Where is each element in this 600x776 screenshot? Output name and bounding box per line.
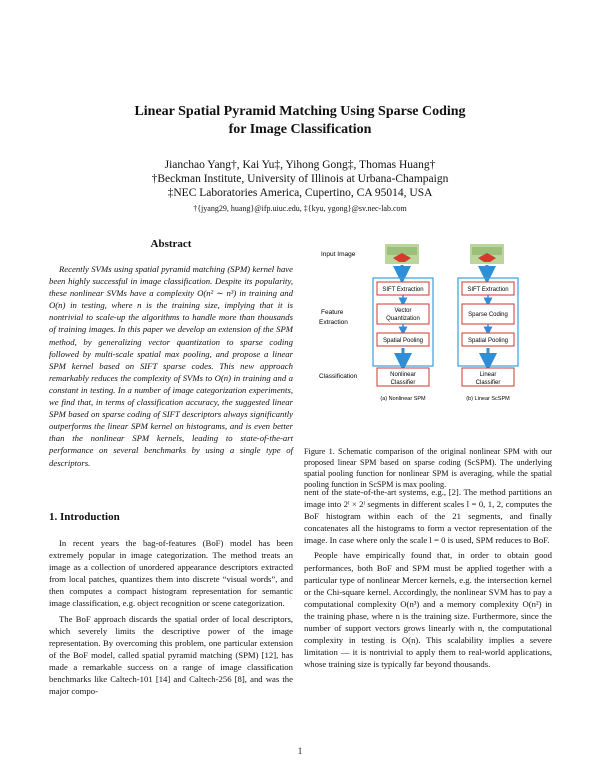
affiliation-2: ‡NEC Laboratories America, Cupertino, CA… [167, 187, 433, 199]
input-image-left [385, 244, 419, 264]
fig-label-feature-1: Feature [321, 309, 344, 316]
affiliation-1: †Beckman Institute, University of Illino… [151, 173, 449, 185]
left-classifier-box [376, 367, 430, 387]
fig-label-feature-2: Extraction [319, 319, 348, 326]
intro-paragraph-2: The BoF approach discards the spatial or… [49, 613, 293, 697]
right-paragraph-1: nent of the state-of-the-art systems, e.… [304, 487, 552, 546]
left-subcaption: (a) Nonlinear SPM [380, 396, 426, 402]
right-paragraph-2: People have empirically found that, in o… [304, 550, 552, 670]
author-emails: †{jyang29, huang}@ifp.uiuc.edu, ‡{kyu, y… [193, 204, 407, 213]
left-vq-label-1: Vector [394, 308, 411, 314]
right-sparse-coding-label: Sparse Coding [468, 312, 508, 318]
abstract-text: Recently SVMs using spatial pyramid matc… [49, 264, 293, 468]
right-classifier-box [461, 367, 515, 387]
right-classifier-label-2: Classifier [476, 380, 501, 386]
abstract-heading: Abstract [150, 238, 192, 250]
figure-1-diagram: Input Image Feature Extraction Classific… [315, 244, 547, 410]
right-pooling-label: Spatial Pooling [468, 338, 508, 344]
figure-1-caption: Figure 1. Schematic comparison of the or… [304, 447, 552, 489]
author-block: Jianchao Yang†, Kai Yu‡, Yihong Gong‡, T… [60, 158, 540, 215]
left-sift-label: SIFT Extraction [382, 287, 423, 293]
introduction-body: In recent years the bag-of-features (BoF… [49, 537, 293, 700]
title-line-1: Linear Spatial Pyramid Matching Using Sp… [134, 104, 466, 119]
left-pooling-label: Spatial Pooling [383, 338, 423, 344]
right-sift-label: SIFT Extraction [467, 287, 508, 293]
right-subcaption: (b) Linear ScSPM [466, 396, 510, 402]
introduction-heading: 1. Introduction [49, 511, 120, 523]
right-column-body: nent of the state-of-the-art systems, e.… [304, 486, 552, 673]
right-pooling-box [461, 332, 515, 347]
paper-title: Linear Spatial Pyramid Matching Using Sp… [60, 103, 540, 139]
intro-paragraph-1: In recent years the bag-of-features (BoF… [49, 538, 293, 609]
left-pooling-box [376, 332, 430, 347]
fig-label-input: Input Image [321, 251, 356, 258]
fig-label-classification: Classification [319, 373, 358, 380]
author-names: Jianchao Yang†, Kai Yu‡, Yihong Gong‡, T… [164, 159, 436, 171]
left-vq-label-2: Quantization [386, 316, 420, 322]
left-classifier-label-1: Nonlinear [390, 372, 416, 378]
input-image-right [470, 244, 504, 264]
left-classifier-label-2: Classifier [391, 380, 416, 386]
page-number: 1 [297, 746, 303, 756]
title-line-2: for Image Classification [228, 122, 372, 137]
right-classifier-label-1: Linear [480, 372, 497, 378]
